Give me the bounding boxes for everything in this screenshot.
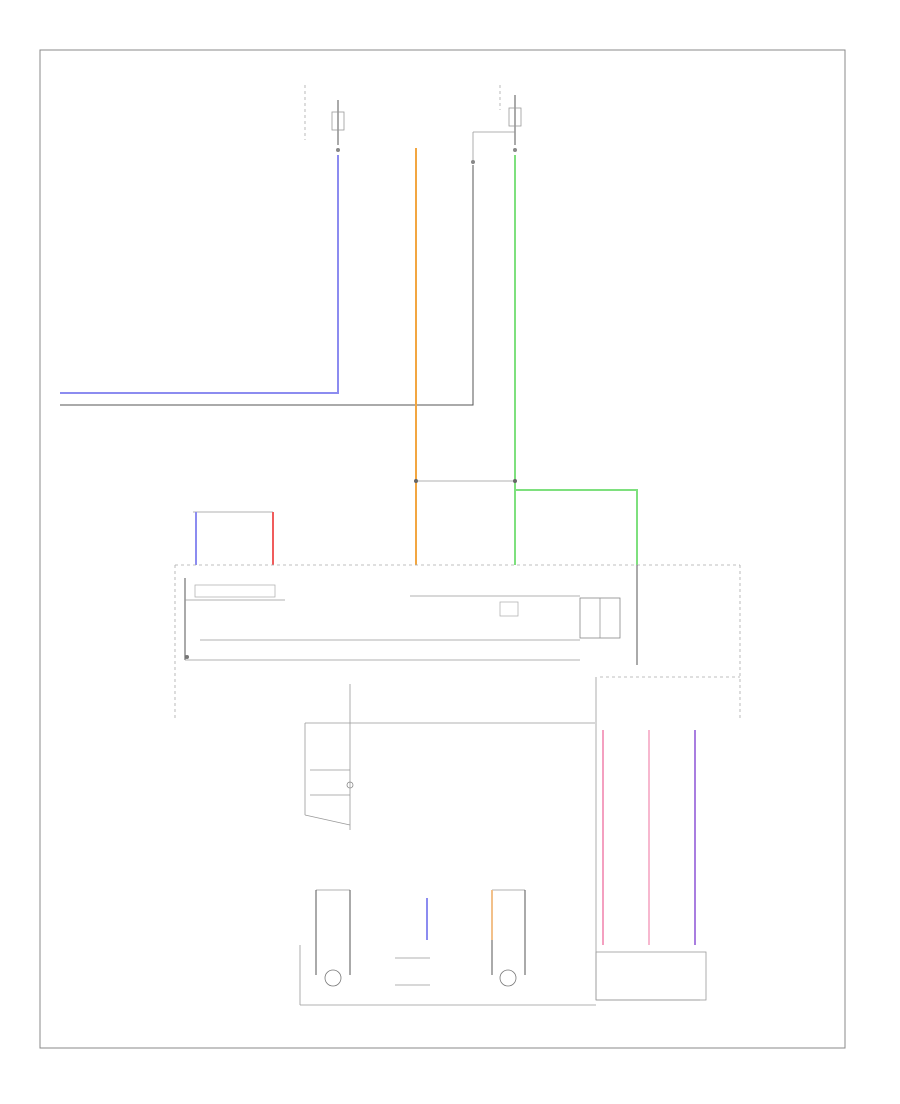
splice-point (513, 479, 517, 483)
connector-pin-icon (471, 160, 475, 164)
connector-pin-icon (513, 148, 517, 152)
top-left-fuse-block (304, 85, 345, 152)
ground-icon (185, 655, 189, 659)
bottom-right-connector (595, 951, 707, 1001)
wire-blue-left (60, 155, 339, 394)
connector-pin-icon (336, 148, 340, 152)
lamp-left (299, 889, 596, 1006)
left-switch-module (193, 511, 274, 565)
lamp-icon (324, 969, 342, 987)
splice-point (414, 479, 418, 483)
control-module (174, 564, 741, 720)
lamp-center (395, 898, 430, 986)
switch-icon (346, 781, 354, 789)
lamp-right (491, 889, 526, 987)
diagram-frame (39, 49, 846, 1049)
wire-grey-left (60, 165, 474, 406)
lamp-icon (499, 969, 517, 987)
wire-green-branch (515, 489, 638, 565)
top-right-fuse-block (471, 85, 522, 164)
resistor-icon (499, 601, 519, 617)
lower-harness (304, 676, 740, 1001)
